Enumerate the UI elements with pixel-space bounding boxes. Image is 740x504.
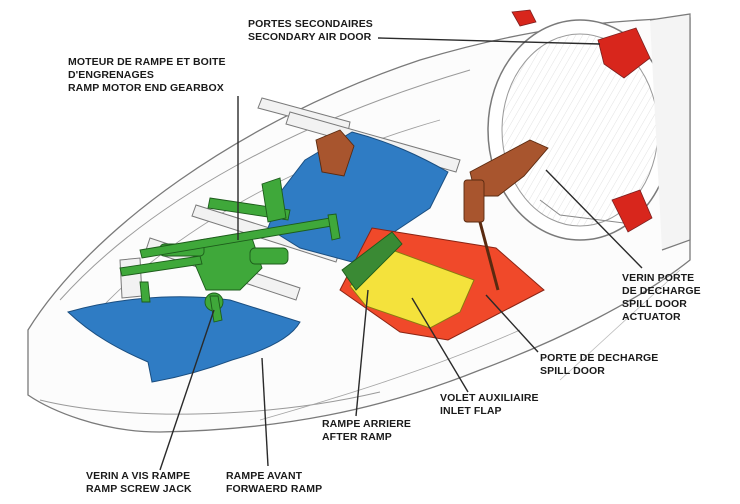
label-inlet-flap: VOLET AUXILIAIRE INLET FLAP [440,392,539,417]
label-forward-ramp: RAMPE AVANT FORWAERD RAMP [226,470,323,495]
secondary-air-doors [511,9,653,233]
label-ramp-motor-gearbox: MOTEUR DE RAMPE ET BOITE D'ENGRENAGES RA… [68,56,226,94]
label-after-ramp: RAMPE ARRIERE AFTER RAMP [322,418,412,443]
label-ramp-screw-jack: VERIN A VIS RAMPE RAMP SCREW JACK [86,470,192,495]
label-spill-door-actuator: VERIN PORTE DE DECHARGE SPILL DOOR ACTUA… [622,272,701,323]
secondary-door-top [597,27,651,79]
secondary-door-corner [511,9,537,27]
inlet-flap-edge [341,231,403,291]
spill-door-actuator [315,129,549,291]
forward-ramp [67,296,301,383]
label-secondary-air-door: PORTES SECONDAIRES SECONDARY AIR DOOR [248,18,373,43]
secondary-door-right [611,189,653,233]
ramp-motor-gearbox [119,177,341,323]
label-spill-door: PORTE DE DECHARGE SPILL DOOR [540,352,659,377]
leader-lines [159,37,643,471]
engine-duct-ring [487,13,691,251]
